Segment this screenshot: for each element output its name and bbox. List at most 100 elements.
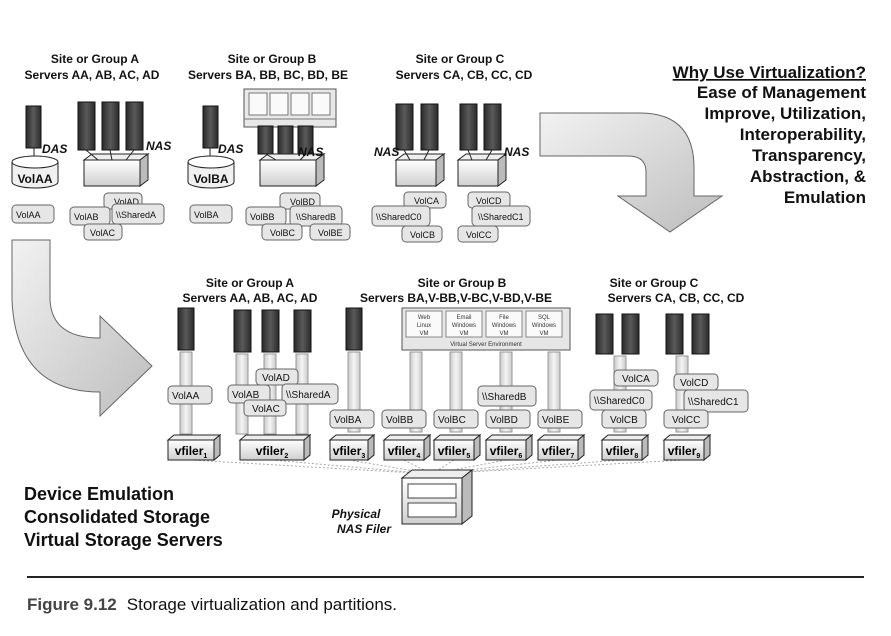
top-tag-sharedb: \\SharedB <box>296 212 336 222</box>
vm-email-vm: VM <box>460 331 469 337</box>
top-group-a-title: Site or Group A <box>51 52 140 66</box>
bottom-tag-sharedb: \\SharedB <box>482 392 527 403</box>
top-das-vol-a: VolAA <box>17 172 52 186</box>
top-das-label-a: DAS <box>42 142 67 156</box>
vm-sql-os: Windows <box>532 323 556 329</box>
bottom-tag-volcc: VolCC <box>672 415 700 426</box>
feature-2: Consolidated Storage <box>24 507 210 527</box>
top-nas-storage <box>82 149 508 187</box>
top-group-b-servers: Servers BA, BB, BC, BD, BE <box>188 68 348 82</box>
bottom-group-b-title: Site or Group B <box>418 276 507 290</box>
top-tag-volcc: VolCC <box>466 230 492 240</box>
top-group-c-servers: Servers CA, CB, CC, CD <box>396 68 533 82</box>
top-tag-volbd: VolBD <box>290 197 316 207</box>
why-line-2: Improve, Utilization, <box>704 104 866 123</box>
physical-label-2: NAS Filer <box>337 522 392 536</box>
vfiler-name: vfiler <box>256 444 285 458</box>
vm-web-vm: VM <box>420 331 429 337</box>
bottom-tag-volab: VolAB <box>232 390 260 401</box>
top-group-c-title: Site or Group C <box>416 52 505 66</box>
vm-email-os: Windows <box>452 323 476 329</box>
bottom-virtual-server-panel: Web Linux VM Email Windows VM File Windo… <box>401 307 571 351</box>
top-volume-tags: VolAA VolAD VolAB \\SharedA VolAC VolBA … <box>11 191 531 243</box>
bottom-group-a-title: Site or Group A <box>206 276 295 290</box>
bottom-tag-sharedc1: \\SharedC1 <box>688 397 739 408</box>
bottom-group-c-title: Site or Group C <box>610 276 699 290</box>
top-tag-volab: VolAB <box>74 212 99 222</box>
bottom-tag-volcd: VolCD <box>680 378 708 389</box>
vm-web-app: Web <box>418 315 431 321</box>
figure-number: Figure 9.12 <box>27 595 117 614</box>
vfiler-label: vfiler9 <box>668 444 701 460</box>
vfiler-name: vfiler <box>438 444 467 458</box>
top-das-label-b: DAS <box>218 142 243 156</box>
top-tag-volbe: VolBE <box>318 228 343 238</box>
vfiler-8: vfiler8 <box>600 433 650 462</box>
top-tag-volaa: VolAA <box>16 210 41 220</box>
physical-label-1: Physical <box>332 507 381 521</box>
vfiler-subscript: 6 <box>518 453 522 460</box>
top-tag-volbc: VolBC <box>270 228 296 238</box>
physical-nas-filer <box>400 468 474 526</box>
vm-sql-app: SQL <box>538 315 551 321</box>
bottom-tag-volbb: VolBB <box>386 415 414 426</box>
vfiler-name: vfiler <box>542 444 571 458</box>
why-heading: Why Use Virtualization? <box>673 63 866 82</box>
vfiler-name: vfiler <box>333 444 362 458</box>
vfiler-7: vfiler7 <box>536 433 586 462</box>
vfiler-label: vfiler2 <box>256 444 289 460</box>
top-tag-volcd: VolCD <box>476 196 502 206</box>
vfiler-label: vfiler6 <box>490 444 523 460</box>
top-nas-label-b: NAS <box>298 145 323 159</box>
vm-file-app: File <box>499 315 509 321</box>
bottom-tag-volcb: VolCB <box>610 415 638 426</box>
vfiler-link <box>403 459 433 475</box>
bottom-group-c-servers: Servers CA, CB, CC, CD <box>608 291 745 305</box>
feature-1: Device Emulation <box>24 484 174 504</box>
why-line-4: Transparency, <box>752 146 866 165</box>
top-group-a-servers: Servers AA, AB, AC, AD <box>25 68 160 82</box>
vfiler-subscript: 8 <box>634 453 638 460</box>
vfiler-label: vfiler7 <box>542 444 575 460</box>
vse-label: Virtual Server Environment <box>450 342 522 348</box>
top-virtual-server-panel <box>243 88 337 128</box>
right-down-arrow <box>539 112 724 233</box>
top-tag-volbb: VolBB <box>250 212 275 222</box>
vfiler-name: vfiler <box>490 444 519 458</box>
vfiler-subscript: 3 <box>361 453 365 460</box>
vfiler-label: vfiler5 <box>438 444 471 460</box>
bottom-tag-volad: VolAD <box>262 373 290 384</box>
bottom-group-a-servers: Servers AA, AB, AC, AD <box>183 291 318 305</box>
vfiler-link <box>190 459 433 475</box>
top-group-b-title: Site or Group B <box>228 52 317 66</box>
vfiler-subscript: 2 <box>284 453 288 460</box>
vm-file-os: Windows <box>492 323 516 329</box>
left-down-arrow <box>11 239 153 418</box>
bottom-tag-sharedc0: \\SharedC0 <box>594 396 645 407</box>
top-tag-sharedc1: \\SharedC1 <box>478 212 524 222</box>
vfiler-6: vfiler6 <box>484 433 534 462</box>
vfiler-label: vfiler8 <box>606 444 639 460</box>
bottom-volume-tags: VolAA VolAD VolAB \\SharedA VolAC VolBA … <box>167 368 749 429</box>
vfiler-subscript: 5 <box>466 453 470 460</box>
vfiler-name: vfiler <box>175 444 204 458</box>
vm-web-os: Linux <box>417 323 431 329</box>
vfiler-5: vfiler5 <box>432 433 482 462</box>
vfiler-name: vfiler <box>668 444 697 458</box>
vfiler-link <box>271 459 433 475</box>
top-tag-shareda: \\SharedA <box>116 210 156 220</box>
vm-sql-vm: VM <box>540 331 549 337</box>
vfiler-subscript: 1 <box>203 453 207 460</box>
top-tag-volcb: VolCB <box>410 230 435 240</box>
vfiler-2: vfiler2 <box>238 433 312 462</box>
top-tag-volba: VolBA <box>194 210 219 220</box>
vfiler-3: vfiler3 <box>328 433 376 462</box>
top-tag-volac: VolAC <box>90 228 116 238</box>
bottom-servers <box>177 307 710 355</box>
vfiler-link <box>431 459 507 475</box>
why-line-6: Emulation <box>784 188 866 207</box>
top-das-storage <box>11 148 235 189</box>
vfiler-label: vfiler1 <box>175 444 208 460</box>
why-line-1: Ease of Management <box>697 83 866 102</box>
